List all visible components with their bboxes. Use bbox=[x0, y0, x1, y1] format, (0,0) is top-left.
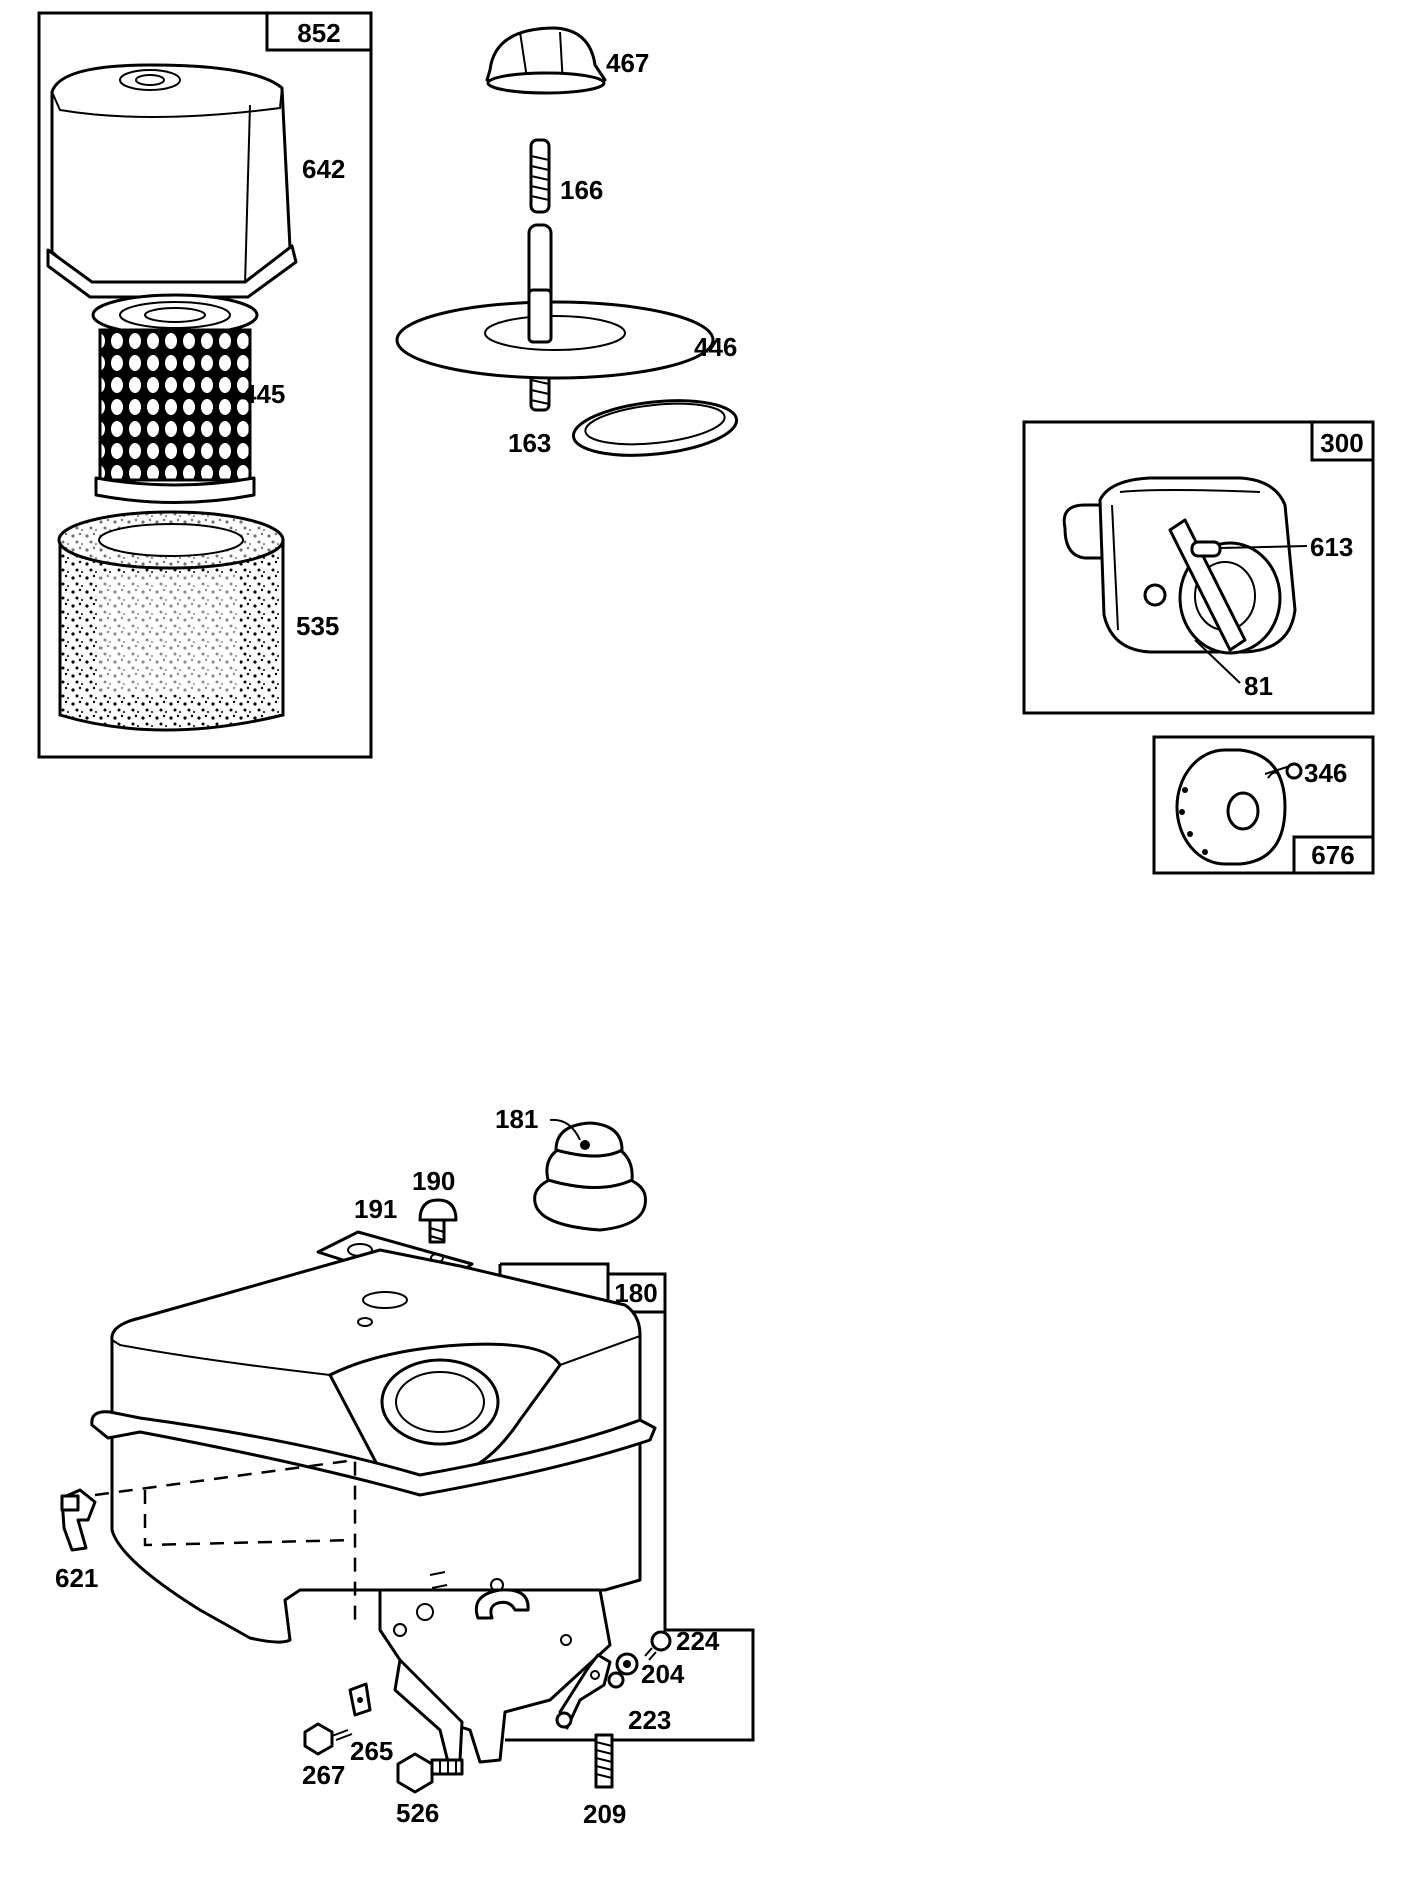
spring-209 bbox=[594, 1733, 614, 1789]
group-300-box bbox=[1310, 420, 1375, 462]
part-613-label: 613 bbox=[1310, 532, 1353, 562]
wing-nut bbox=[485, 26, 607, 95]
group-676-box bbox=[1292, 835, 1375, 875]
part-223-label: 223 bbox=[628, 1705, 671, 1735]
fuel-tank-body bbox=[90, 1248, 657, 1644]
screw-224 bbox=[644, 1630, 672, 1661]
part-445-label: 445 bbox=[242, 379, 285, 409]
part-265-label: 265 bbox=[350, 1736, 393, 1766]
group-180-box bbox=[606, 1272, 667, 1314]
washer-204 bbox=[615, 1652, 639, 1676]
part-346-label: 346 bbox=[1304, 758, 1347, 788]
screw-190 bbox=[418, 1198, 458, 1244]
part-190-label: 190 bbox=[412, 1166, 455, 1196]
foam-precleaner bbox=[57, 510, 285, 732]
muffler-frame bbox=[1022, 420, 1375, 715]
cleaner-hardware: 467 166 163 446 bbox=[395, 26, 739, 458]
muffler-group: 300 613 81 bbox=[1022, 420, 1375, 715]
part-467-label: 467 bbox=[606, 48, 649, 78]
clip-621 bbox=[60, 1488, 97, 1552]
group-676-label: 676 bbox=[1311, 840, 1354, 870]
lever-223 bbox=[555, 1653, 625, 1730]
guard-frame bbox=[1152, 735, 1375, 875]
group-852-box bbox=[265, 11, 373, 52]
air-cleaner-group: 852 642 445 535 bbox=[37, 11, 373, 759]
part-642-label: 642 bbox=[302, 154, 345, 184]
part-526-label: 526 bbox=[396, 1798, 439, 1828]
part-166-label: 166 bbox=[560, 175, 603, 205]
tank-bracket bbox=[378, 1571, 612, 1764]
part-81-label: 81 bbox=[1244, 671, 1273, 701]
fuel-tank-group: 180 181 190 191 bbox=[55, 1104, 755, 1829]
cleaner-cover bbox=[46, 63, 298, 299]
part-209-label: 209 bbox=[583, 1799, 626, 1829]
clip-265 bbox=[348, 1682, 372, 1717]
part-204-label: 204 bbox=[641, 1659, 685, 1689]
part-163-label: 163 bbox=[508, 428, 551, 458]
screw-267 bbox=[303, 1722, 353, 1756]
group-300-label: 300 bbox=[1320, 428, 1363, 458]
muffler-body bbox=[1062, 476, 1297, 655]
part-191-label: 191 bbox=[354, 1194, 397, 1224]
part-535-label: 535 bbox=[296, 611, 339, 641]
gasket-ring bbox=[571, 399, 739, 457]
base-plate bbox=[395, 288, 715, 380]
group-852-label: 852 bbox=[297, 18, 340, 48]
part-446-label: 446 bbox=[694, 332, 737, 362]
part-621-label: 621 bbox=[55, 1563, 98, 1593]
paper-cartridge bbox=[91, 293, 259, 504]
guard-body bbox=[1175, 748, 1303, 866]
fuel-cap bbox=[533, 1121, 647, 1232]
stud-166 bbox=[529, 138, 551, 214]
guard-group: 676 346 bbox=[1152, 735, 1375, 875]
part-224-label: 224 bbox=[676, 1626, 720, 1656]
part-181-label: 181 bbox=[495, 1104, 538, 1134]
bolt-526 bbox=[396, 1752, 464, 1794]
part-267-label: 267 bbox=[302, 1760, 345, 1790]
